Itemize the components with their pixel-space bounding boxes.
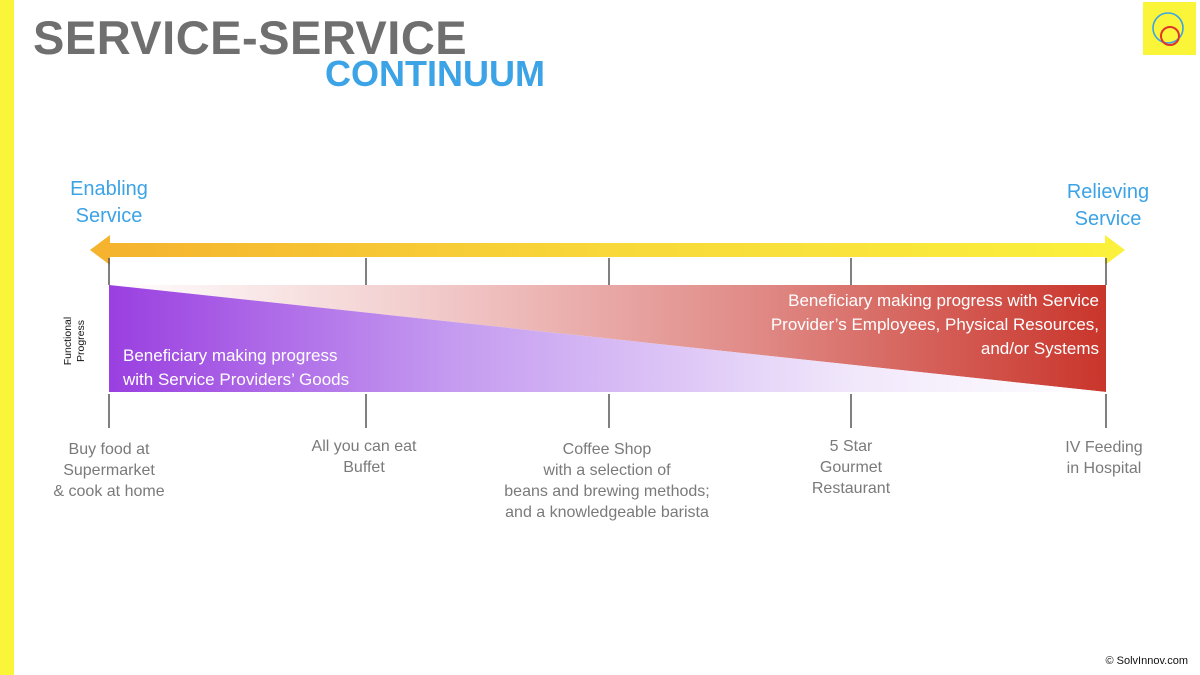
double-headed-arrow — [90, 235, 1125, 265]
overlapping-circles-logo-icon — [1152, 12, 1184, 46]
page-title: SERVICE-SERVICE — [33, 11, 468, 64]
goods-region-label: Beneficiary making progress with Service… — [123, 346, 350, 389]
goods-region — [109, 285, 1106, 392]
stop-coffee-shop-label: Coffee Shop with a selection of beans an… — [504, 441, 710, 521]
page-subtitle: CONTINUUM — [325, 53, 545, 94]
logo — [1143, 2, 1196, 55]
relieving-service-label: Relieving Service — [1066, 181, 1150, 230]
functional-progress-label: Functional Progress — [62, 316, 87, 366]
tick-marks — [108, 258, 1107, 428]
stop-supermarket-label: Buy food at Supermarket & cook at home — [53, 441, 165, 500]
systems-region-label: Beneficiary making progress with Service… — [770, 291, 1099, 358]
stop-iv-feeding-label: IV Feeding in Hospital — [1065, 439, 1143, 477]
enabling-service-label: Enabling Service — [70, 178, 148, 227]
stop-buffet-label: All you can eat Buffet — [311, 438, 417, 476]
left-accent-stripe — [0, 0, 14, 675]
copyright-notice: © SolvInnov.com — [1105, 655, 1189, 667]
stop-gourmet-restaurant-label: 5 Star Gourmet Restaurant — [811, 438, 891, 497]
